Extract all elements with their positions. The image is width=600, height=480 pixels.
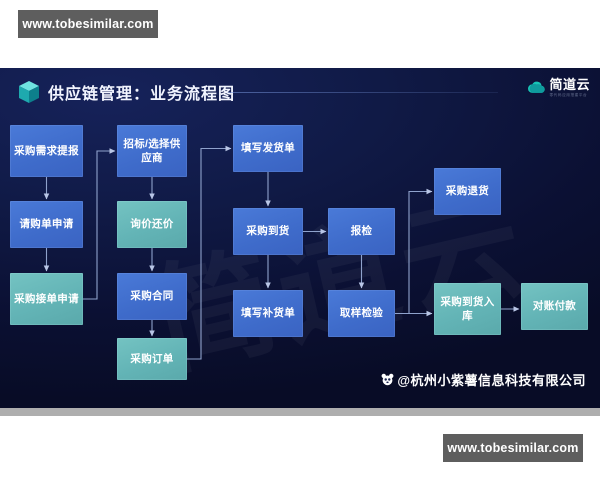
header-divider: [228, 92, 498, 93]
watermark-bottom-text: www.tobesimilar.com: [447, 441, 579, 455]
flow-node-label: 采购需求提报: [14, 144, 79, 157]
brand-text: 简道云 零代码应用搭建平台: [549, 78, 590, 97]
flow-node-n2[interactable]: 请购单申请: [10, 201, 83, 248]
flow-node-n10[interactable]: 填写补货单: [233, 290, 303, 337]
flow-node-label: 招标/选择供应商: [123, 137, 181, 164]
flow-node-n13[interactable]: 采购退货: [434, 168, 501, 215]
flow-node-label: 对账付款: [532, 300, 577, 313]
flow-node-n4[interactable]: 招标/选择供应商: [117, 125, 187, 177]
connector: [187, 145, 232, 360]
watermark-top: www.tobesimilar.com: [18, 10, 158, 38]
cloud-icon: [528, 81, 546, 93]
page-title: 供应链管理：业务流程图: [48, 86, 236, 103]
connector: [395, 188, 433, 315]
flow-node-n11[interactable]: 报检: [328, 208, 395, 255]
flow-node-n12[interactable]: 取样检验: [328, 290, 395, 337]
flow-node-label: 填写补货单: [241, 307, 295, 320]
flow-node-label: 采购接单申请: [14, 292, 79, 305]
signature: @杭州小紫薯信息科技有限公司: [381, 370, 586, 389]
flow-node-label: 填写发货单: [241, 142, 295, 155]
brand-name: 简道云: [549, 77, 590, 92]
flow-node-label: 采购退货: [445, 185, 490, 198]
flow-node-label: 采购到货: [246, 225, 290, 238]
flow-node-label: 采购到货入库: [440, 295, 495, 322]
flow-node-n3[interactable]: 采购接单申请: [10, 273, 83, 325]
flow-node-label: 请购单申请: [19, 218, 74, 231]
flow-node-n15[interactable]: 对账付款: [521, 283, 588, 330]
connector: [83, 148, 116, 300]
flow-node-n6[interactable]: 采购合同: [117, 273, 187, 320]
flow-node-n8[interactable]: 填写发货单: [233, 125, 303, 172]
flow-node-n1[interactable]: 采购需求提报: [10, 125, 83, 177]
watermark-top-text: www.tobesimilar.com: [22, 17, 154, 31]
flow-node-label: 取样检验: [339, 307, 384, 320]
flow-node-label: 采购合同: [130, 290, 174, 303]
watermark-bottom: www.tobesimilar.com: [443, 434, 583, 462]
brand-subtitle: 零代码应用搭建平台: [549, 92, 588, 97]
flow-node-label: 采购订单: [130, 352, 174, 365]
flow-node-n9[interactable]: 采购到货: [233, 208, 303, 255]
bottom-strip: [0, 408, 600, 416]
signature-text: @杭州小紫薯信息科技有限公司: [397, 373, 586, 388]
cube-icon: [19, 81, 39, 103]
panda-icon: [381, 373, 394, 386]
flow-node-n5[interactable]: 询价还价: [117, 201, 187, 248]
flow-node-label: 报检: [350, 225, 373, 238]
flow-node-label: 询价还价: [130, 218, 174, 231]
chart-header: 供应链管理：业务流程图 简道云 零代码应用搭建平台: [0, 68, 600, 114]
brand-logo: 简道云 零代码应用搭建平台: [528, 78, 590, 97]
flowchart-canvas: 简道云 供应链管理：业务流程图 简道云 零代码应用搭建平台: [0, 68, 600, 408]
flow-node-n7[interactable]: 采购订单: [117, 338, 187, 380]
flow-node-n14[interactable]: 采购到货入库: [434, 283, 501, 335]
